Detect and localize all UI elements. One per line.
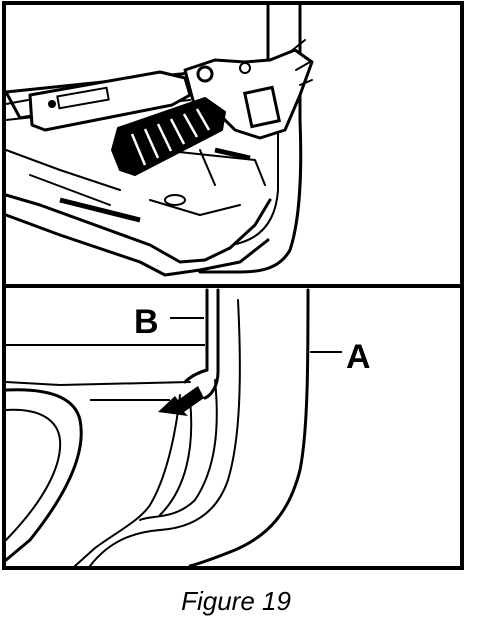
floor-pan xyxy=(4,193,272,264)
pillar xyxy=(198,4,303,274)
bottom-panel xyxy=(4,288,310,568)
arch-contour xyxy=(159,399,193,516)
lever-slot xyxy=(56,86,110,110)
floor-pan-lower xyxy=(4,213,270,277)
grip-ribs xyxy=(130,108,211,166)
pointer-arrow-icon xyxy=(158,386,204,416)
wheel-arch xyxy=(4,388,83,562)
lever-pivot xyxy=(48,100,56,108)
seal-strip-end xyxy=(183,368,220,400)
ledge-line-lower xyxy=(5,381,191,386)
pillar-inner xyxy=(235,59,279,245)
inner-panel xyxy=(159,149,266,186)
body-outer-edge xyxy=(188,288,310,568)
flange-hatch xyxy=(214,147,251,161)
floor-pan-ridge xyxy=(5,149,241,216)
clamp-bolt-2 xyxy=(239,62,251,74)
clamp-jaw-block xyxy=(242,85,282,129)
figure-caption: Figure 19 xyxy=(181,586,291,616)
clamp-spring xyxy=(289,39,313,86)
clamp-lever xyxy=(28,70,192,132)
callout-b: B xyxy=(134,303,159,341)
body-fold xyxy=(139,379,218,521)
top-panel xyxy=(4,4,314,277)
callout-a: A xyxy=(346,338,371,376)
floor-hole xyxy=(164,194,186,206)
floor-contour xyxy=(74,394,181,567)
floor-groove xyxy=(59,197,141,223)
wheel-arch-inner xyxy=(5,408,62,541)
clamp-bolt xyxy=(196,65,214,83)
seal-strip xyxy=(205,288,220,374)
body-inner-curve xyxy=(89,299,241,567)
